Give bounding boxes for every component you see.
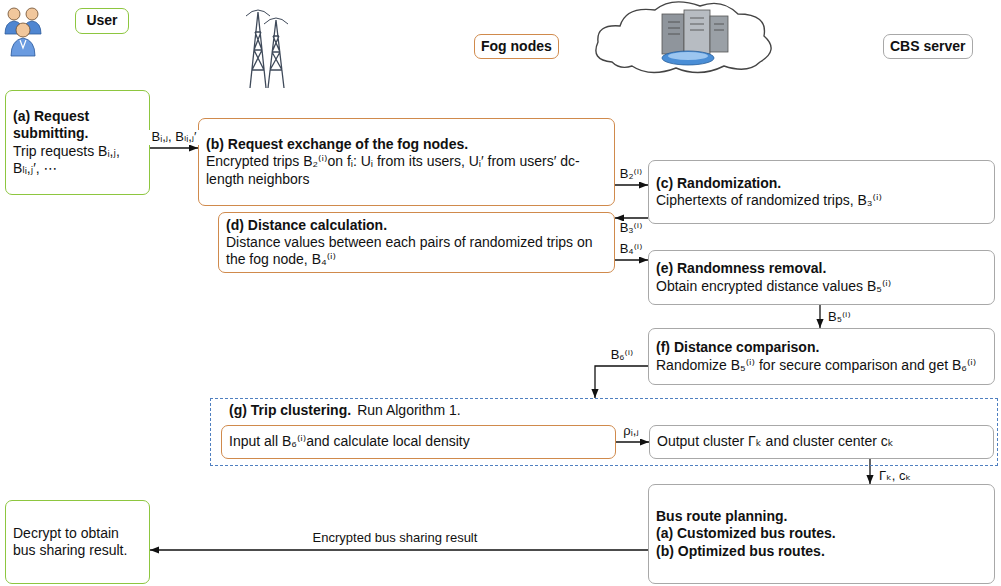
process-box: (b) Request exchange of the fog nodes.En… [198,118,615,206]
group-region: (g) Trip clustering. Run Algorithm 1. Inpu… [210,398,998,466]
process-box: (a) Request submitting.Trip requests Bᵢ,… [5,90,150,195]
box-text: Obtain encrypted distance values B₅⁽ⁱ⁾ [656,278,987,295]
tower-icon [246,10,288,88]
lane-header: Fog nodes [474,34,559,59]
box-heading: (c) Randomization. [656,175,987,192]
heading-row: (g) Trip clustering. Run Algorithm 1. [229,402,979,419]
flow-arrow [615,184,648,185]
box-text: Ciphertexts of randomized trips, B₃⁽ⁱ⁾ [656,192,987,209]
edge-label: B₅⁽ⁱ⁾ [826,310,853,325]
box-text: (a) Customized bus routes. [656,525,987,542]
box-text: Decrypt to obtain bus sharing result. [13,525,142,559]
box-text: Distance values between each pairs of ra… [226,234,607,268]
box-heading: (f) Distance comparison. [656,339,987,356]
process-box: (c) Randomization.Ciphertexts of randomi… [648,160,995,224]
box-text: User [86,12,117,29]
edge-label: Γₖ, cₖ [877,469,913,484]
flow-arrow [595,366,648,398]
flow-arrow [616,441,649,442]
flow-arrow [150,147,198,148]
process-box: (e) Randomness removal.Obtain encrypted … [648,250,995,305]
edge-label: B₃⁽ⁱ⁾ [618,221,645,236]
process-box: Bus route planning.(a) Customized bus ro… [648,484,995,584]
lane-header: CBS server [883,34,973,59]
box-heading: (b) Request exchange of the fog nodes. [206,136,607,153]
flow-arrow [819,305,820,328]
box-text: Fog nodes [481,38,552,55]
box-heading: (e) Randomness removal. [656,260,987,277]
box-heading: (d) Distance calculation. [226,217,607,234]
box-text: (b) Optimized bus routes. [656,543,987,560]
flow-arrow [150,549,648,550]
process-box: Input all B₆⁽ⁱ⁾and calculate local densi… [221,425,616,459]
flow-arrow [615,259,648,260]
box-text: Encrypted trips B₂⁽ⁱ⁾on fᵢ: Uᵢ from its … [206,153,607,187]
box-heading: (a) Request submitting. [13,108,142,142]
edge-label: ρᵢ,ⱼ [621,424,640,439]
process-box: Output cluster Γₖ and cluster center cₖ [649,425,994,459]
edge-label: Bᵢ,ⱼ, Bₗᵢ,ⱼ′ [149,130,198,145]
edge-label: B₂⁽ⁱ⁾ [618,167,644,182]
process-box: (f) Distance comparison.Randomize B₅⁽ⁱ⁾ … [648,328,995,385]
users-icon [5,8,41,56]
lane-header: User [75,8,129,34]
box-text: Trip requests Bᵢ,ⱼ, Bₗᵢ,ⱼ′, ⋯ [13,143,142,177]
flow-arrow [869,459,870,484]
process-box: (d) Distance calculation.Distance values… [218,212,615,273]
process-box: Decrypt to obtain bus sharing result. [5,500,150,584]
box-text: Input all B₆⁽ⁱ⁾and calculate local densi… [229,433,608,450]
flow-arrow [615,217,648,218]
box-heading: Bus route planning. [656,508,987,525]
edge-label: B₄⁽ⁱ⁾ [618,242,645,257]
cloud-server-icon [596,2,771,73]
box-text: Output cluster Γₖ and cluster center cₖ [657,433,986,450]
box-text: Randomize B₅⁽ⁱ⁾ for secure comparison an… [656,357,987,374]
box-text: CBS server [890,38,966,55]
box-text: Run Algorithm 1. [357,402,461,419]
box-heading: (g) Trip clustering. [229,402,351,419]
edge-label: Encrypted bus sharing result [311,531,480,546]
edge-label: B₆⁽ⁱ⁾ [609,348,636,363]
